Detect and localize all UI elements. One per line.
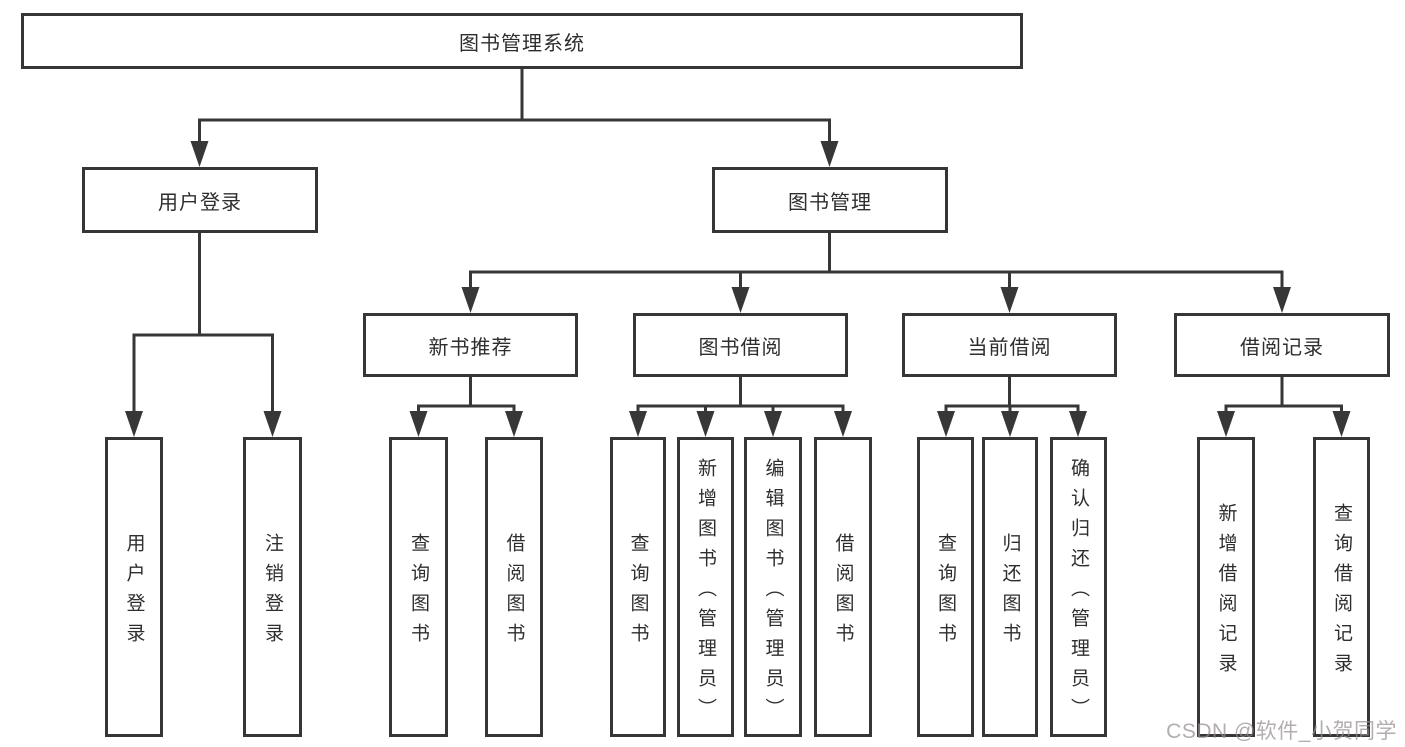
node-book-management-label: 图书管理 (788, 191, 872, 214)
leaf-query-books-recommend: 查询图书 (389, 437, 448, 737)
leaf-add-books-admin-label: 新增图书（管理员） (695, 457, 716, 728)
node-borrow-records: 借阅记录 (1174, 313, 1390, 377)
node-current-borrowing-label: 当前借阅 (967, 336, 1052, 359)
leaf-add-borrow-record: 新增借阅记录 (1197, 437, 1255, 737)
leaf-edit-books-admin: 编辑图书（管理员） (744, 437, 802, 737)
leaf-borrow-books-recommend-label: 借阅图书 (503, 532, 525, 653)
node-book-borrowing-label: 图书借阅 (698, 336, 783, 359)
leaf-query-books-current: 查询图书 (917, 437, 974, 737)
node-book-management: 图书管理 (712, 167, 948, 233)
leaf-query-borrow-record-label: 查询借阅记录 (1331, 502, 1352, 683)
node-root-label: 图书管理系统 (459, 32, 585, 55)
leaf-query-borrow-record: 查询借阅记录 (1313, 437, 1370, 737)
leaf-query-books-recommend-label: 查询图书 (408, 532, 429, 653)
node-user-login-label: 用户登录 (158, 191, 242, 214)
leaf-return-books-label: 归还图书 (999, 532, 1021, 653)
node-current-borrowing: 当前借阅 (902, 313, 1117, 377)
leaf-borrow-books: 借阅图书 (814, 437, 872, 737)
node-borrow-records-label: 借阅记录 (1240, 336, 1324, 359)
leaf-user-login: 用户登录 (105, 437, 163, 737)
leaf-add-books-admin: 新增图书（管理员） (677, 437, 734, 737)
leaf-logout-label: 注销登录 (262, 532, 283, 653)
leaf-edit-books-admin-label: 编辑图书（管理员） (762, 457, 784, 728)
leaf-query-books-borrowing: 查询图书 (610, 437, 666, 737)
node-new-book-recommend-label: 新书推荐 (428, 336, 513, 359)
leaf-query-books-current-label: 查询图书 (935, 532, 956, 653)
leaf-confirm-return-admin: 确认归还（管理员） (1050, 437, 1107, 737)
leaf-return-books: 归还图书 (982, 437, 1038, 737)
leaf-logout: 注销登录 (243, 437, 302, 737)
csdn-watermark: CSDN @软件_小贺同学 (1166, 720, 1397, 743)
leaf-query-books-borrowing-label: 查询图书 (627, 532, 649, 653)
node-book-borrowing: 图书借阅 (633, 313, 848, 377)
leaf-borrow-books-label: 借阅图书 (832, 532, 854, 653)
leaf-confirm-return-admin-label: 确认归还（管理员） (1068, 457, 1089, 728)
leaf-add-borrow-record-label: 新增借阅记录 (1215, 502, 1237, 683)
node-user-login: 用户登录 (82, 167, 318, 233)
leaf-borrow-books-recommend: 借阅图书 (485, 437, 543, 737)
node-root: 图书管理系统 (21, 13, 1023, 69)
leaf-user-login-label: 用户登录 (123, 532, 145, 653)
node-new-book-recommend: 新书推荐 (363, 313, 578, 377)
